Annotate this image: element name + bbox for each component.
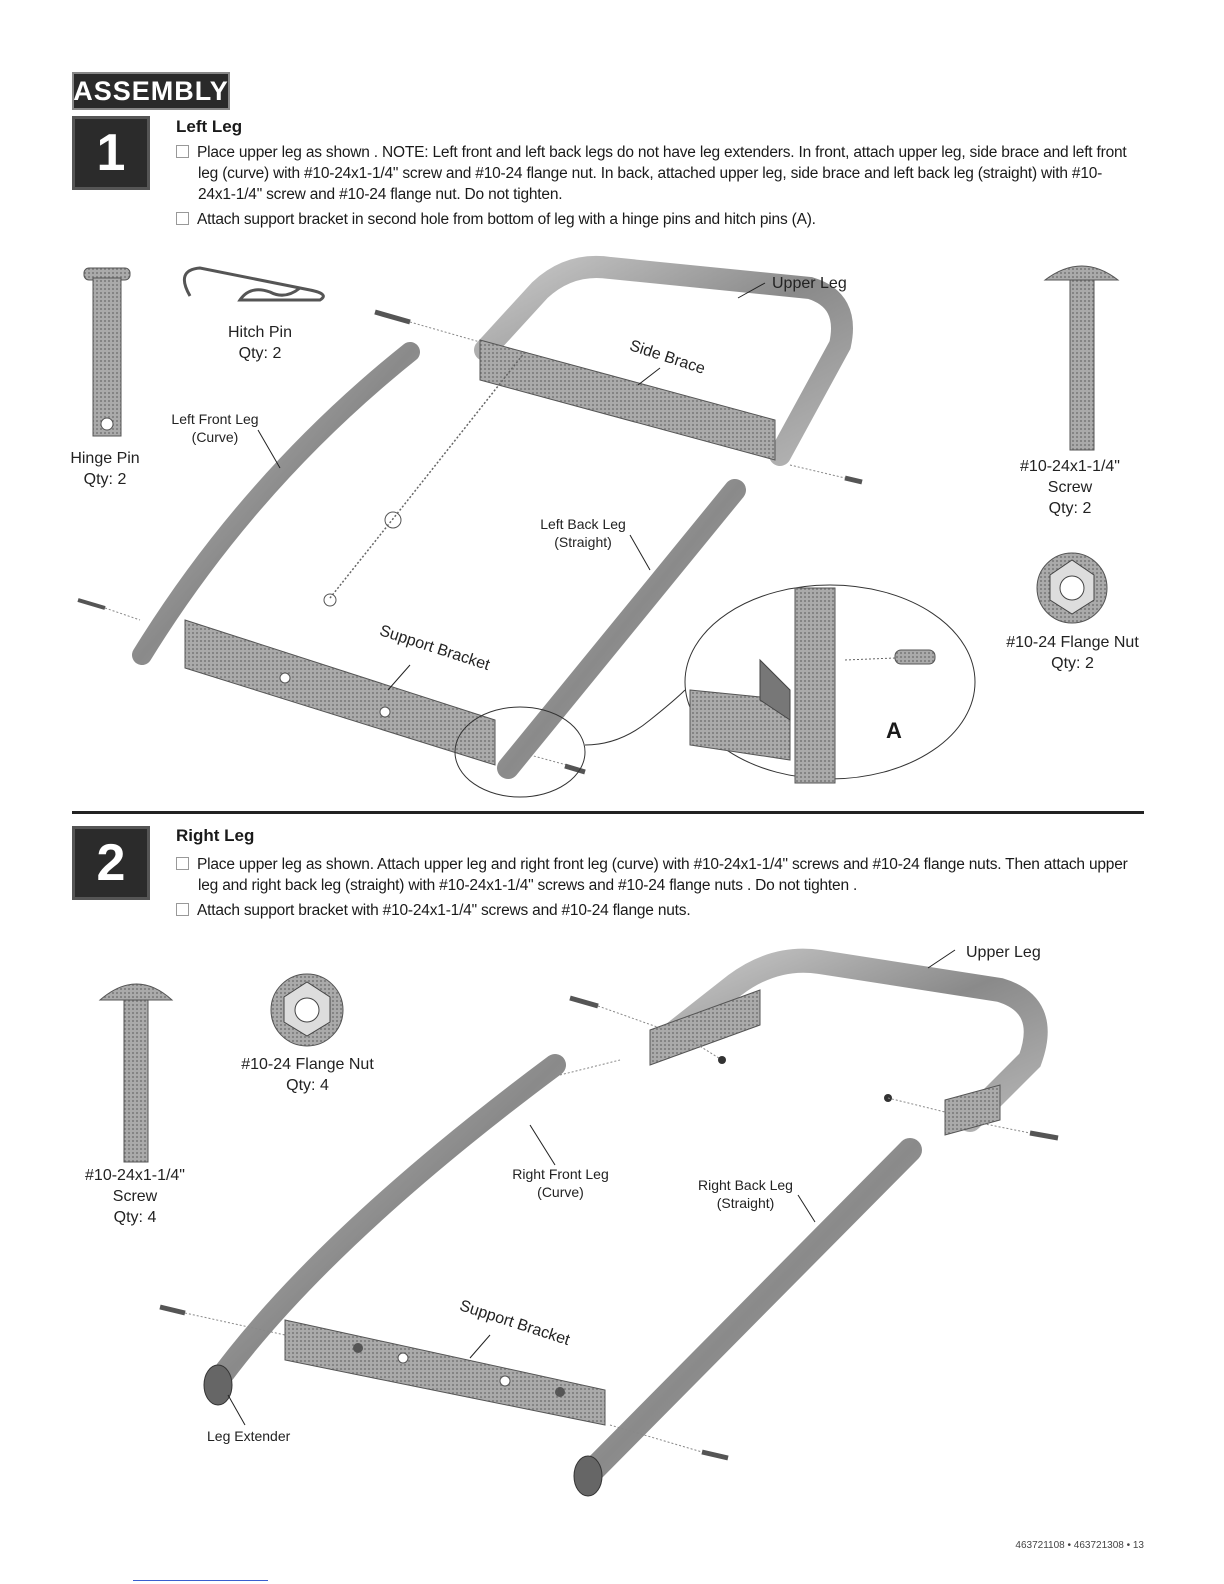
right-back-leg-label: Right Back Leg(Straight) xyxy=(698,1177,793,1211)
page-footer: 463721108 • 463721308 • 13 xyxy=(1015,1540,1144,1551)
checkbox-icon xyxy=(176,145,189,158)
flange-nut-icon-step1 xyxy=(1036,552,1108,624)
detail-a-label: A xyxy=(886,718,902,743)
step-2-instruction-1: Place upper leg as shown. Attach upper l… xyxy=(176,854,1136,896)
step-2-number: 2 xyxy=(72,826,150,900)
checkbox-icon xyxy=(176,857,189,870)
step-1-instruction-1: Place upper leg as shown . NOTE: Left fr… xyxy=(176,142,1136,205)
step-2-title: Right Leg xyxy=(176,826,255,845)
step-2-instruction-2: Attach support bracket with #10-24x1-1/4… xyxy=(176,900,1136,921)
left-back-leg-step1 xyxy=(497,479,746,779)
footer-link-underline xyxy=(133,1580,268,1581)
left-back-leg-label: Left Back Leg(Straight) xyxy=(540,516,626,550)
detail-leg xyxy=(794,587,836,784)
screw-icon-step1 xyxy=(1043,265,1120,451)
step-1-number: 1 xyxy=(72,116,150,190)
checkbox-icon xyxy=(176,212,189,225)
screw-icon-step2 xyxy=(98,983,174,1163)
hinge-pin-icon xyxy=(83,267,131,437)
right-back-leg-step2 xyxy=(576,1138,922,1487)
side-brace-step1 xyxy=(479,339,776,461)
upper-leg-step2 xyxy=(653,948,1048,1132)
left-front-leg-label: Left Front Leg(Curve) xyxy=(171,411,259,445)
right-front-leg-step2 xyxy=(204,1054,566,1396)
section-divider xyxy=(72,811,1144,814)
flange-nut-icon-step2 xyxy=(270,973,344,1047)
right-front-leg-label: Right Front Leg(Curve) xyxy=(512,1166,609,1200)
step-1-instruction-2: Attach support bracket in second hole fr… xyxy=(176,209,1136,230)
step-1-instructions: Place upper leg as shown . NOTE: Left fr… xyxy=(176,142,1136,234)
checkbox-icon xyxy=(176,903,189,916)
step-2-instructions: Place upper leg as shown. Attach upper l… xyxy=(176,854,1136,925)
support-bracket-step1 xyxy=(184,619,496,766)
upper-leg-step1 xyxy=(474,256,853,466)
left-front-leg-step1 xyxy=(132,342,420,665)
step-1-title: Left Leg xyxy=(176,117,243,136)
upper-leg-label-step1: Upper Leg xyxy=(772,275,847,292)
support-bracket-step2 xyxy=(284,1319,606,1426)
leg-extender-label: Leg Extender xyxy=(207,1428,291,1444)
assembly-header: ASSEMBLY xyxy=(72,72,230,110)
hitch-pin-icon xyxy=(182,266,325,302)
upper-leg-label-step2: Upper Leg xyxy=(966,944,1041,961)
